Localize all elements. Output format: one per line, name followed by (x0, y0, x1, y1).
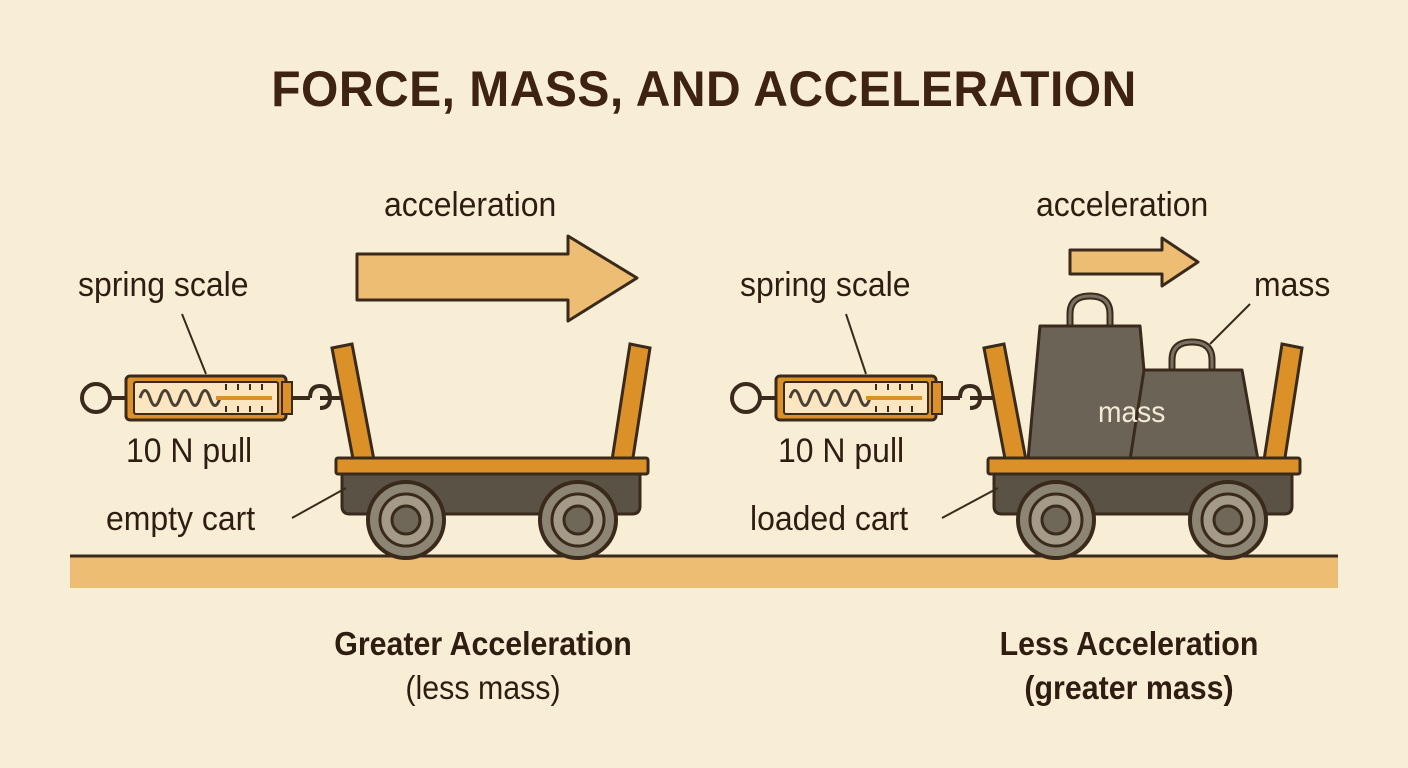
left-force-label: 10 N pull (126, 432, 253, 470)
right-mass-label: mass (1254, 266, 1331, 304)
right-acceleration-label: acceleration (1036, 186, 1209, 224)
mass-block-label: mass (1098, 396, 1166, 429)
left-caption: Greater Acceleration (less mass) (304, 622, 663, 710)
left-caption-sub: (less mass) (405, 669, 561, 706)
diagram-title: FORCE, MASS, AND ACCELERATION (271, 61, 1137, 117)
right-spring-scale (730, 374, 996, 422)
right-cart-pointer (941, 487, 999, 519)
right-acceleration-arrow (1068, 236, 1200, 288)
left-spring-scale-label: spring scale (78, 266, 249, 304)
left-spring-pointer (181, 313, 207, 375)
left-cart (330, 342, 652, 560)
right-spring-scale-label: spring scale (740, 266, 911, 304)
left-cart-label: empty cart (106, 500, 256, 538)
left-cart-pointer (291, 487, 347, 519)
right-caption-main: Less Acceleration (999, 625, 1259, 662)
right-mass-pointer (1209, 303, 1251, 345)
left-caption-main: Greater Acceleration (334, 625, 632, 662)
right-force-label: 10 N pull (778, 432, 905, 470)
right-cart-label: loaded cart (750, 500, 909, 538)
right-caption-sub: (greater mass) (1024, 669, 1234, 706)
right-spring-pointer (845, 313, 867, 375)
right-cart (982, 292, 1304, 560)
right-caption: Less Acceleration (greater mass) (959, 622, 1299, 710)
ground-strip (70, 556, 1338, 588)
left-spring-scale (80, 374, 346, 422)
left-acceleration-arrow (355, 234, 639, 323)
left-acceleration-label: acceleration (384, 186, 557, 224)
